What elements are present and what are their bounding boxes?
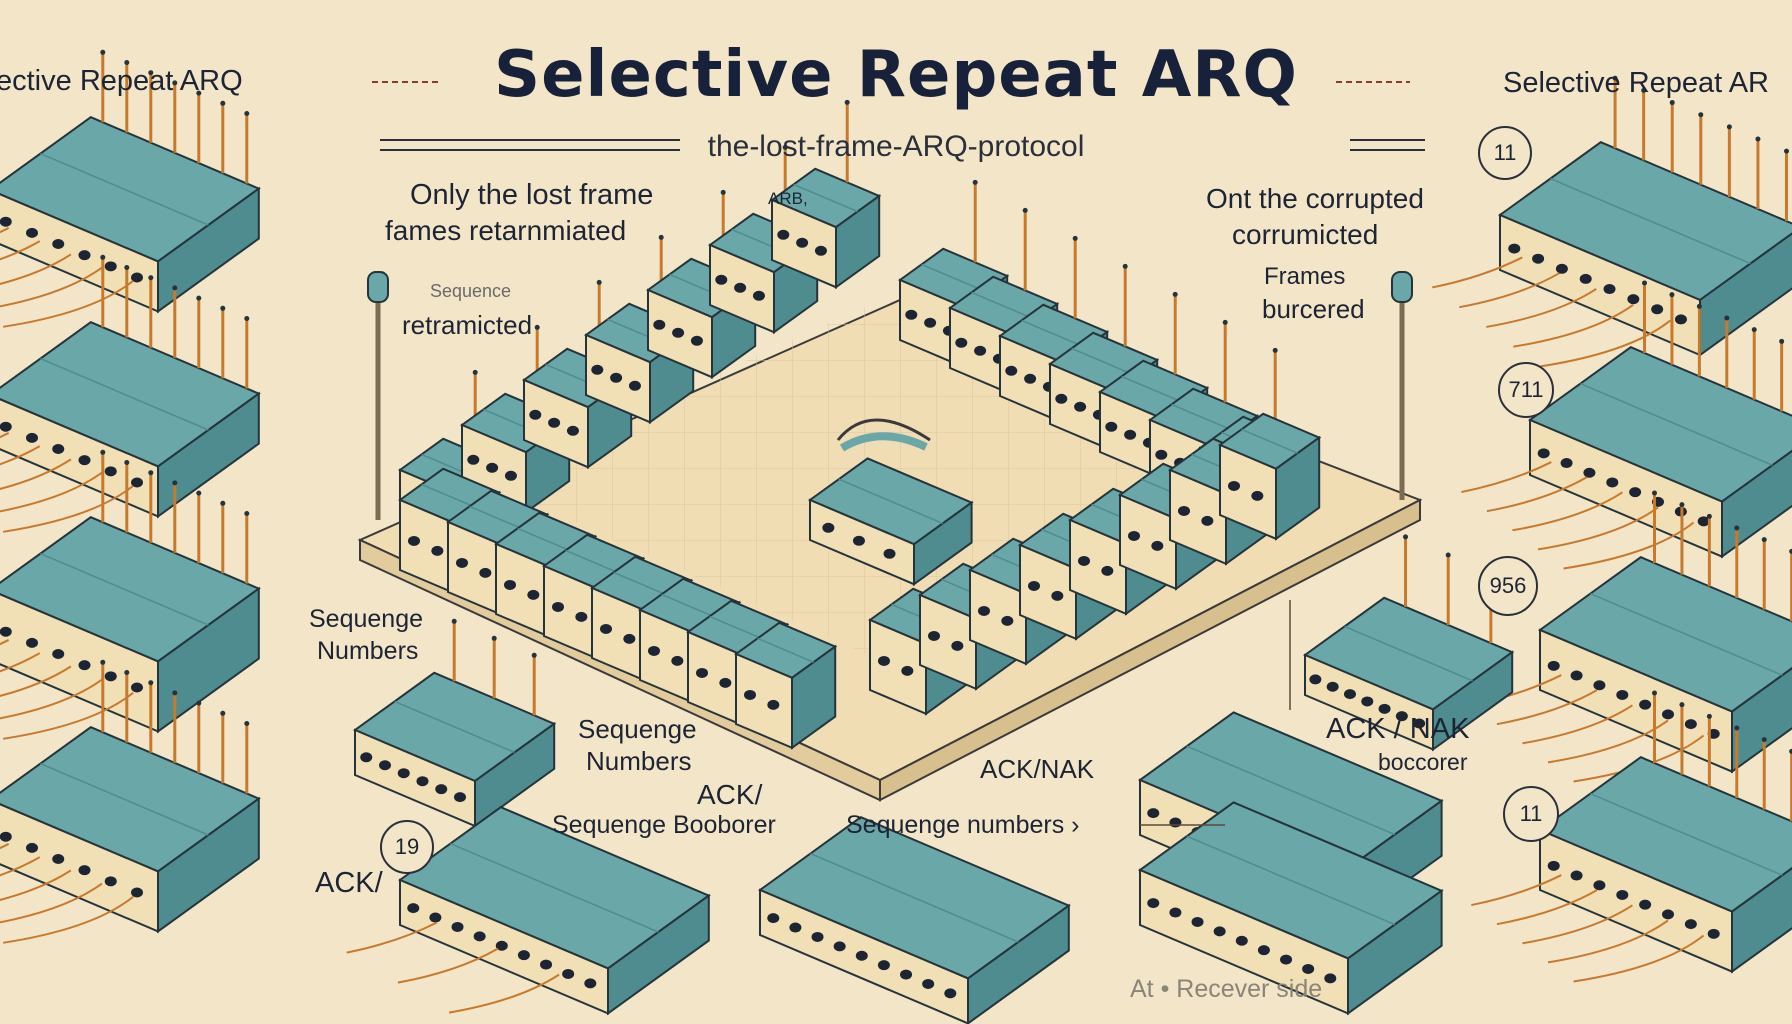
label-seq-numbers-left-1: Sequenge xyxy=(309,605,424,633)
badge-956: 956 xyxy=(1478,556,1538,616)
network-switch-device xyxy=(346,806,711,1016)
label-frames-retransmitted: fames retarnmiated xyxy=(385,215,627,246)
label-sequence-small: Sequence xyxy=(430,281,512,301)
badge-11-top: 11 xyxy=(1478,126,1532,180)
label-corrupted-line2: corrumicted xyxy=(1232,219,1379,250)
page-subtitle: the-lost-frame-ARQ-protocol xyxy=(707,130,1085,163)
badge-711: 711 xyxy=(1498,362,1554,418)
label-frames-line1: Frames xyxy=(1264,263,1346,290)
network-switch-device xyxy=(1217,412,1322,541)
network-switch-device xyxy=(352,618,557,828)
corner-title-left: ective Repeat ARQ xyxy=(0,65,243,97)
corner-title-right: Selective Repeat AR xyxy=(1503,67,1769,99)
network-switch-device xyxy=(521,279,634,470)
label-seq-numbers-mid-2: Numbers xyxy=(586,746,692,776)
network-switch-device xyxy=(0,49,261,328)
label-corrupted-line1: Ont the corrupted xyxy=(1206,183,1424,214)
label-ack-slash: ACK/ xyxy=(697,779,763,810)
label-only-lost-frame: Only the lost frame xyxy=(410,179,654,211)
network-switch-device xyxy=(1471,490,1792,783)
network-switch-device xyxy=(733,621,838,750)
label-ack-left-bottom: ACK/ xyxy=(315,867,383,899)
center-loop-icon xyxy=(836,418,931,452)
badge-11-bottom: 11 xyxy=(1503,786,1559,842)
label-retramicted: retramicted xyxy=(402,310,533,340)
badge-19: 19 xyxy=(380,820,434,874)
network-switch-device xyxy=(1302,534,1515,752)
network-switch-device xyxy=(1137,801,1444,1016)
label-receiver-side: At • Recever side xyxy=(1130,975,1323,1003)
pointer-lines xyxy=(1140,600,1291,826)
network-switch-device xyxy=(1471,690,1792,983)
label-arb: ARB, xyxy=(768,189,808,208)
network-switch-device xyxy=(807,457,974,587)
devices-layer xyxy=(0,49,1792,1024)
label-seq-numbers-mid-1: Sequenge xyxy=(578,714,697,744)
network-switch-device xyxy=(1461,280,1792,570)
label-seq-numbers-left-2: Numbers xyxy=(317,637,419,665)
page-title: Selective Repeat ARQ xyxy=(494,38,1298,112)
label-seq-booorer: Sequenge Booborer xyxy=(552,811,776,839)
network-switch-device xyxy=(757,816,1071,1024)
network-switch-device xyxy=(769,99,882,290)
network-switch-device xyxy=(0,659,261,944)
label-ack-nak-right: ACK / NAK xyxy=(1326,713,1470,745)
label-boccorer: boccorer xyxy=(1378,749,1468,775)
network-switch-device xyxy=(0,449,261,740)
subtitle-rules xyxy=(380,139,1425,151)
network-switch-device xyxy=(0,254,261,533)
label-seq-numbers-arrow: Sequenge numbers › xyxy=(846,811,1080,839)
label-frames-line2: burcered xyxy=(1262,294,1365,324)
label-ack-nak-mid: ACK/NAK xyxy=(980,754,1095,784)
network-switch-device xyxy=(1432,75,1792,368)
